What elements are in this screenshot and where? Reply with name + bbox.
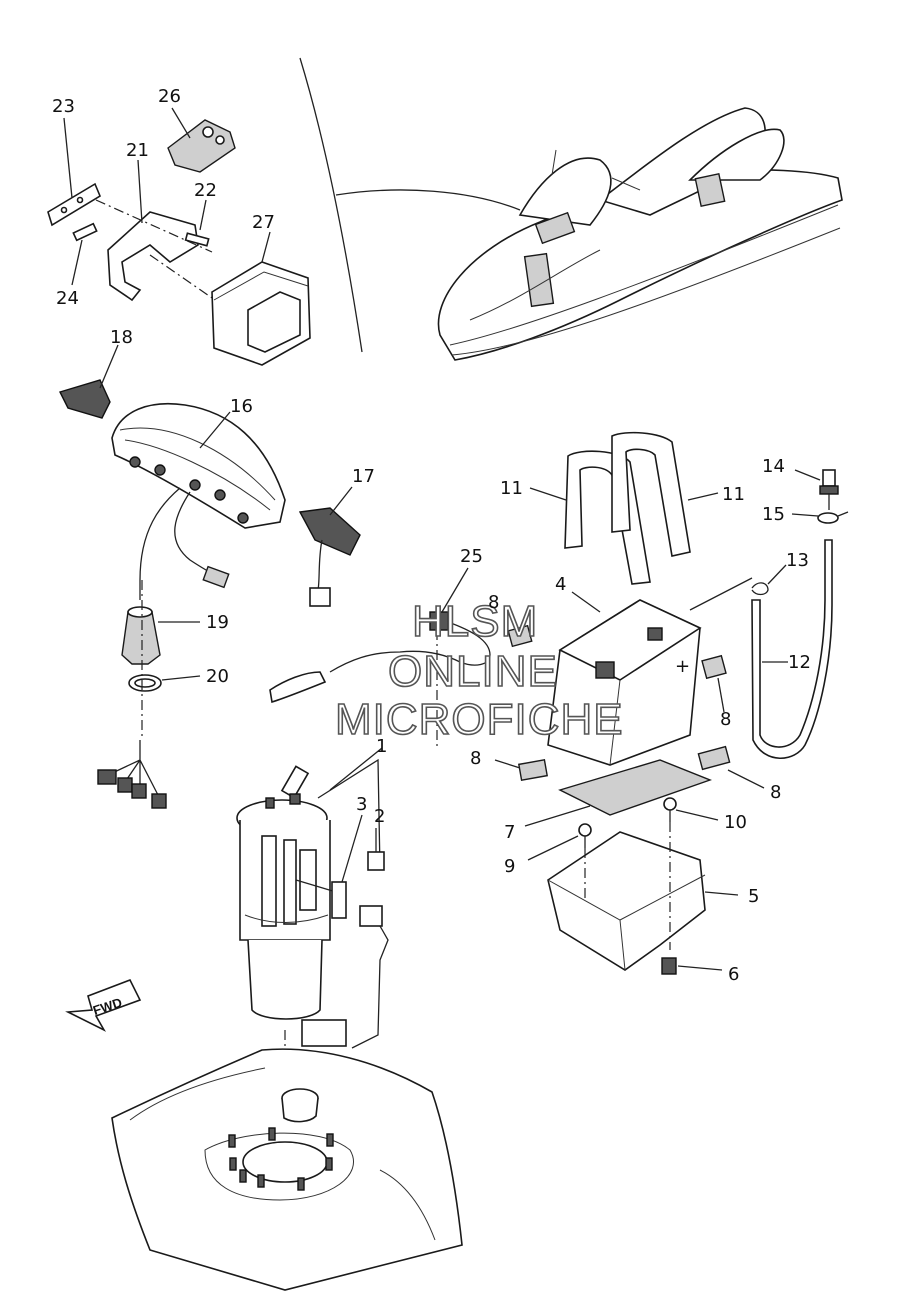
callout-22: 22 [194,180,217,201]
part-24-pin [71,222,98,286]
part-23-plate [47,117,102,227]
callout-6: 6 [728,964,739,985]
callout-25: 25 [460,546,483,567]
callout-7: 7 [504,822,515,843]
part-8-pads [494,624,765,789]
part-11-strap-left [529,450,651,585]
watercraft-illustration [437,107,843,361]
part-14-fitting [794,469,839,510]
watermark: HLSM ONLINE MICROFICHE [334,596,624,745]
inset-leader [335,189,521,211]
part-17-switch [298,486,361,607]
callout-17: 17 [352,466,375,487]
callout-9: 9 [504,856,515,877]
callout-8-right: 8 [720,709,731,730]
part-11-strap-right [611,431,719,557]
part-22-screw [184,199,210,247]
part-7-mat [524,759,712,827]
callout-14: 14 [762,456,785,477]
part-27-module [211,231,311,366]
fuel-tank [111,1048,463,1291]
part-13-clip [751,564,787,596]
watermark-line-2: ONLINE [388,647,558,696]
watermark-line-3: MICROFICHE [335,695,624,744]
part-21-bracket [95,159,216,302]
part-9-bolt [527,823,592,900]
harness-connector [97,740,167,809]
part-1-fuel-pump [236,747,383,1150]
callout-21: 21 [126,140,149,161]
part-2-connector [301,828,389,1049]
callout-13: 13 [786,550,809,571]
callout-8-top: 8 [488,592,499,613]
callout-10: 10 [724,812,747,833]
callout-12: 12 [788,652,811,673]
part-19-grommet [121,606,200,665]
callout-20: 20 [206,666,229,687]
callout-16: 16 [230,396,253,417]
callout-1: 1 [376,736,387,757]
callout-11-left: 11 [500,478,523,499]
part-26-key-fob [167,107,236,173]
part-15-clamp [791,511,849,524]
part-16-meter [111,403,286,600]
battery-plus-symbol: + [675,656,690,677]
part-12-hose [751,539,833,759]
part-3-lead [295,814,363,919]
callout-8-bottom: 8 [770,782,781,803]
callout-labels: 1 2 3 4 5 6 7 8 8 8 8 9 10 11 11 12 13 1… [52,86,811,985]
callout-3: 3 [356,794,367,815]
callout-27: 27 [252,212,275,233]
part-20-clamp [128,580,201,740]
callout-23: 23 [52,96,75,117]
callout-26: 26 [158,86,181,107]
callout-8-left: 8 [470,748,481,769]
callout-4: 4 [555,574,566,595]
part-5-battery-box [547,831,739,971]
part-10-bolt [663,797,719,950]
callout-11-right: 11 [722,484,745,505]
part-4-battery: + [547,577,753,766]
callout-2: 2 [374,806,385,827]
callout-24: 24 [56,288,79,309]
callout-5: 5 [748,886,759,907]
part-6-collar [661,957,723,975]
watermark-line-1: HLSM [412,597,538,646]
part-18-switch [59,344,119,419]
callout-19: 19 [206,612,229,633]
inset-divider [299,57,363,353]
part-25-sensor [269,567,491,750]
callout-18: 18 [110,327,133,348]
fwd-arrow: FWD [65,978,142,1032]
callout-15: 15 [762,504,785,525]
